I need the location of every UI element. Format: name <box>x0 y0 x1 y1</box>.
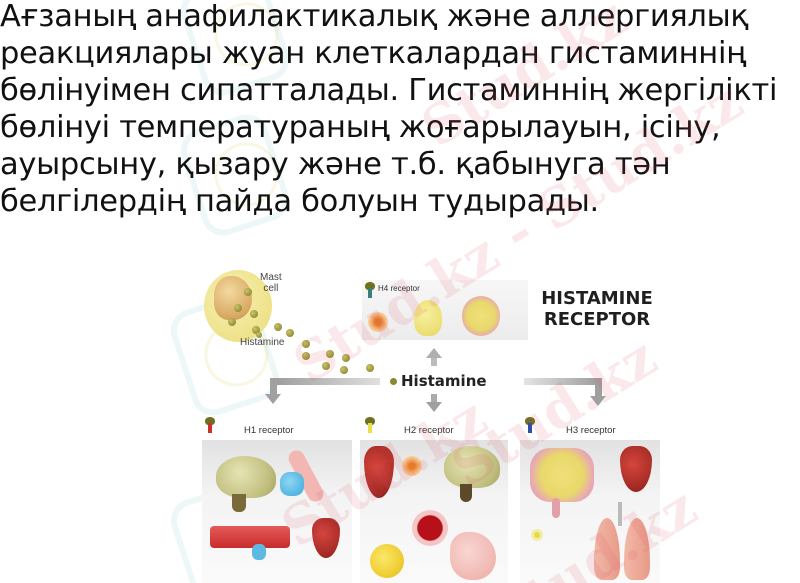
mast-cell-label-line: cell <box>263 283 279 294</box>
figure-title-line: HISTAMINE <box>541 288 653 309</box>
rectum-icon <box>552 498 560 518</box>
histamine-dot-icon <box>302 340 310 348</box>
paragraph-line: бөлінуі температураның жоғарылауын, ісін… <box>0 110 721 145</box>
figure-title-line: RECEPTOR <box>543 309 651 330</box>
heart-icon <box>312 518 340 558</box>
h4-receptor-panel: H4 receptor <box>362 280 528 340</box>
blood-cell-icon <box>412 510 448 546</box>
cell-cluster-icon <box>280 472 304 496</box>
h4-receptor-icon <box>365 282 375 298</box>
histamine-dot-icon <box>342 354 350 362</box>
figure-title: HISTAMINE RECEPTOR <box>534 288 660 330</box>
h1-receptor-icon <box>205 417 215 433</box>
h3-receptor-panel <box>520 440 660 583</box>
h2-receptor-icon <box>365 417 375 433</box>
histamine-small-label: Histamine <box>240 337 285 348</box>
brainstem-icon <box>232 494 246 512</box>
neuron-icon <box>534 532 540 538</box>
intestine-icon <box>530 448 594 502</box>
histamine-center-text: Histamine <box>401 372 487 390</box>
arrow-shaft <box>595 378 602 396</box>
h1-receptor-panel <box>202 440 352 583</box>
stomach-icon <box>450 532 496 580</box>
mast-cell-label-line: Mast <box>260 272 282 283</box>
arrow-down-icon <box>426 402 442 412</box>
brain-icon <box>444 446 500 488</box>
mast-cell-nucleus <box>214 276 252 320</box>
histamine-dot-icon <box>286 329 294 337</box>
receptor-blob-icon <box>252 544 266 560</box>
paragraph-line: белгілердің пайда болуын тудырады. <box>0 184 599 219</box>
h2-receptor-label: H2 receptor <box>404 425 454 436</box>
mast-cell-label: Mast cell <box>260 272 282 294</box>
brain-icon <box>216 456 276 498</box>
thymus-icon <box>414 300 442 336</box>
heart-icon <box>620 446 652 492</box>
histamine-receptor-figure: Mast cell Histamine H4 receptor HISTAMIN… <box>198 262 660 583</box>
arrow-shaft <box>524 378 602 385</box>
granule-icon <box>234 304 242 312</box>
histamine-dot-icon <box>390 378 397 385</box>
paragraph-line: Ағзаның анафилактикалық және аллергиялық <box>0 0 749 34</box>
histamine-dot-icon <box>322 362 330 370</box>
h1-receptor-label: H1 receptor <box>244 425 294 436</box>
histamine-dot-icon <box>326 350 334 358</box>
histamine-dot-icon <box>274 323 282 331</box>
artery-icon <box>210 526 290 548</box>
mast-cell-illustration <box>204 270 272 342</box>
arrow-down-icon <box>265 394 281 404</box>
arrow-shaft <box>431 394 437 402</box>
h4-receptor-label: H4 receptor <box>378 284 420 293</box>
intestine-icon <box>462 296 500 336</box>
heart-icon <box>364 446 394 498</box>
arrow-shaft <box>431 358 437 366</box>
h3-receptor-icon <box>525 417 535 433</box>
arrow-shaft <box>270 378 277 394</box>
h2-receptor-panel <box>360 440 508 583</box>
lung-right-icon <box>624 518 650 580</box>
brainstem-icon <box>460 484 472 502</box>
leukocyte-icon <box>368 312 388 332</box>
granule-icon <box>244 288 252 296</box>
fat-cell-icon <box>370 544 404 578</box>
granule-icon <box>252 326 260 334</box>
paragraph-line: реакциялары жуан клеткалардан гистаминні… <box>0 36 746 71</box>
trachea-icon <box>618 502 622 526</box>
lung-left-icon <box>594 518 620 580</box>
h3-receptor-label: H3 receptor <box>566 425 616 436</box>
paragraph-line: ауырсыну, қызару және т.б. қабынуга тән <box>0 147 671 182</box>
paragraph-line: бөлінуімен сипатталады. Гистаминнің жерг… <box>0 73 778 108</box>
histamine-dot-icon <box>256 332 262 338</box>
histamine-dot-icon <box>340 366 348 374</box>
granule-icon <box>228 318 236 326</box>
leukocyte-icon <box>402 456 422 476</box>
histamine-dot-icon <box>366 364 374 372</box>
histamine-dot-icon <box>302 352 310 360</box>
histamine-center-label: Histamine <box>390 372 487 390</box>
granule-icon <box>250 310 258 318</box>
arrow-up-icon <box>426 348 442 358</box>
arrow-shaft <box>270 378 380 385</box>
arrow-down-icon <box>590 396 606 406</box>
body-paragraph: Ағзаның анафилактикалық және аллергиялық… <box>0 0 800 220</box>
